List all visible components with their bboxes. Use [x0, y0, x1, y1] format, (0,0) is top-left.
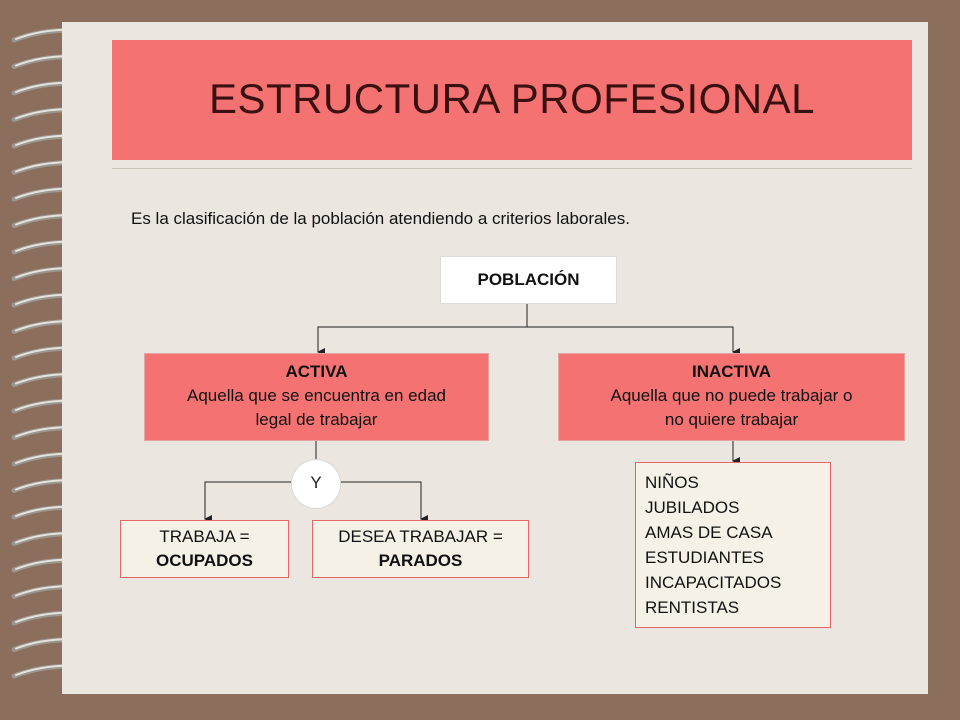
node-poblacion: POBLACIÓN: [440, 256, 617, 304]
list-item: NIÑOS: [645, 473, 699, 492]
node-ocupados-line1: TRABAJA =: [159, 527, 250, 546]
title-divider: [112, 168, 912, 169]
node-activa-desc-2: legal de trabajar: [255, 410, 378, 429]
node-activa-title: ACTIVA: [285, 362, 348, 381]
inactive-list-box: NIÑOS JUBILADOS AMAS DE CASA ESTUDIANTES…: [635, 462, 831, 628]
node-activa: ACTIVA Aquella que se encuentra en edad …: [144, 353, 489, 441]
node-ocupados-line2: OCUPADOS: [156, 551, 253, 570]
node-poblacion-label: POBLACIÓN: [477, 270, 580, 289]
node-inactiva: INACTIVA Aquella que no puede trabajar o…: [558, 353, 905, 441]
page-title: ESTRUCTURA PROFESIONAL: [208, 75, 816, 122]
title-banner: ESTRUCTURA PROFESIONAL: [112, 40, 912, 160]
node-inactiva-desc-1: Aquella que no puede trabajar o: [610, 386, 853, 405]
node-activa-desc-1: Aquella que se encuentra en edad: [187, 386, 446, 405]
node-ocupados: TRABAJA = OCUPADOS: [120, 520, 289, 578]
list-item: INCAPACITADOS: [645, 573, 782, 592]
list-item: RENTISTAS: [645, 598, 740, 617]
node-parados-line2: PARADOS: [378, 551, 463, 570]
list-item: JUBILADOS: [645, 498, 740, 517]
list-item: AMAS DE CASA: [645, 523, 773, 542]
node-parados: DESEA TRABAJAR = PARADOS: [312, 520, 529, 578]
node-parados-line1: DESEA TRABAJAR =: [338, 527, 503, 546]
connector-y: Y: [291, 459, 341, 509]
list-item: ESTUDIANTES: [645, 548, 765, 567]
node-inactiva-desc-2: no quiere trabajar: [664, 410, 799, 429]
intro-text: Es la clasificación de la población aten…: [131, 209, 630, 228]
node-inactiva-title: INACTIVA: [691, 362, 771, 381]
